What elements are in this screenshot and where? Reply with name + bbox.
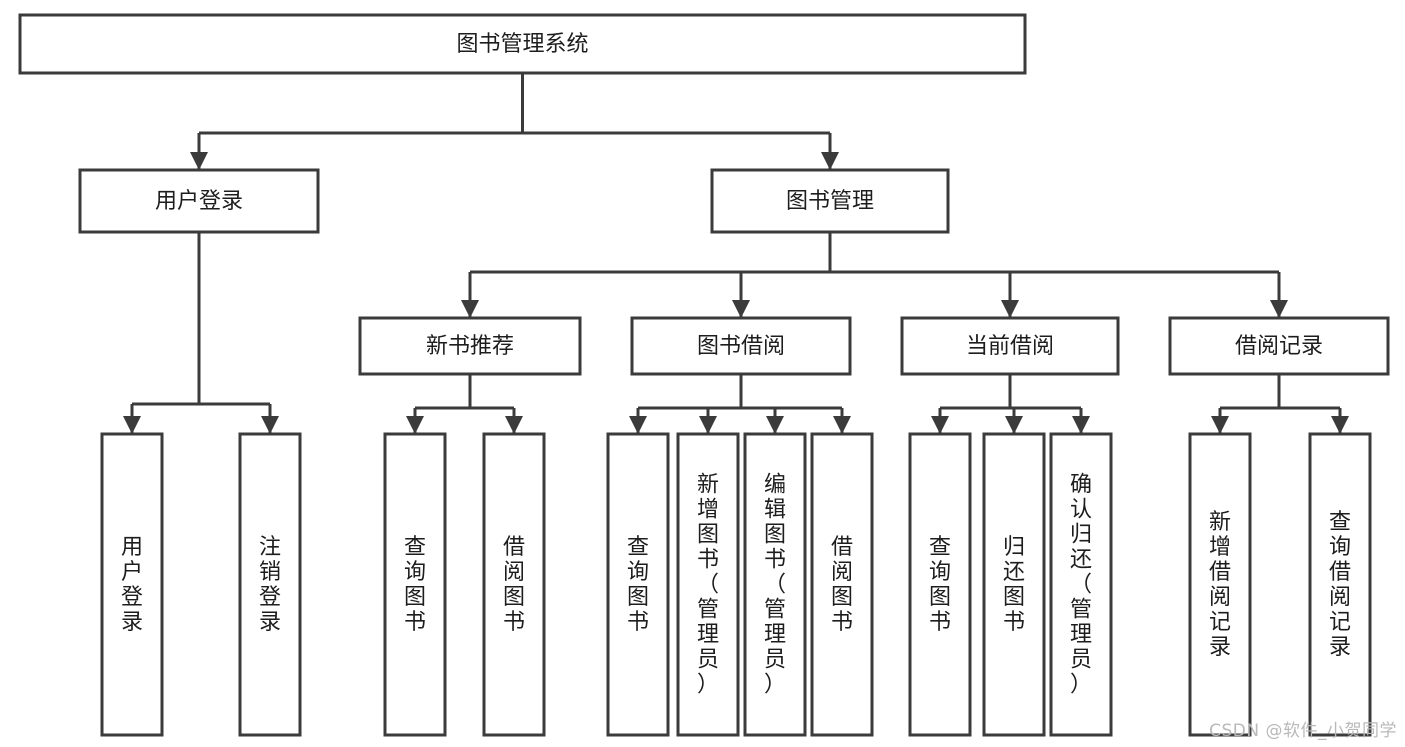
- node-box-book-borrow: [630, 316, 852, 376]
- node-label-user-login: 用户登录: [155, 189, 243, 214]
- node-leaf-confirm-return-cb[interactable]: 确认归还（管理员）: [1049, 432, 1113, 737]
- node-box-book-manage: [710, 168, 950, 234]
- arrow-head-book-manage-to-book-borrow: [732, 300, 750, 318]
- node-box-leaf-user-logout: [238, 432, 302, 737]
- node-leaf-query-book-bb[interactable]: 查询图书: [606, 432, 670, 737]
- csdn-watermark: CSDN @软件_小贺同学: [1209, 721, 1397, 741]
- node-box-leaf-query-book-bb: [606, 432, 670, 737]
- node-box-leaf-query-record-br: [1308, 432, 1372, 737]
- arrow-head-book-borrow-to-leaf-edit-book-bb: [766, 416, 784, 434]
- node-leaf-return-book-cb[interactable]: 归还图书: [982, 432, 1046, 737]
- arrow-head-user-login-to-leaf-user-logout: [261, 416, 279, 434]
- node-leaf-edit-book-bb[interactable]: 编辑图书（管理员）: [743, 432, 807, 737]
- node-leaf-query-book-rec[interactable]: 查询图书: [383, 432, 447, 737]
- node-box-leaf-confirm-return-cb: [1049, 432, 1113, 737]
- node-label-leaf-query-book-rec: 查询图书: [404, 535, 426, 635]
- node-current-borrow[interactable]: 当前借阅: [900, 316, 1120, 376]
- arrow-head-new-book-rec-to-leaf-borrow-book-rec: [505, 416, 523, 434]
- node-box-new-book-rec: [358, 316, 582, 376]
- node-label-leaf-user-login: 用户登录: [121, 535, 143, 635]
- node-label-leaf-confirm-return-cb: 确认归还（管理员）: [1070, 473, 1092, 698]
- node-label-new-book-rec: 新书推荐: [426, 334, 514, 359]
- arrow-head-book-borrow-to-leaf-add-book-bb: [699, 416, 717, 434]
- node-leaf-user-login[interactable]: 用户登录: [100, 432, 164, 737]
- node-label-book-manage: 图书管理: [786, 189, 874, 214]
- arrow-head-new-book-rec-to-leaf-query-book-rec: [406, 416, 424, 434]
- node-label-leaf-borrow-book-rec: 借阅图书: [503, 535, 525, 635]
- node-leaf-user-logout[interactable]: 注销登录: [238, 432, 302, 737]
- arrow-head-current-borrow-to-leaf-confirm-return-cb: [1072, 416, 1090, 434]
- node-label-leaf-edit-book-bb: 编辑图书（管理员）: [764, 473, 786, 698]
- node-root[interactable]: 图书管理系统: [18, 13, 1027, 75]
- node-box-leaf-add-book-bb: [676, 432, 740, 737]
- node-label-leaf-query-record-br: 查询借阅记录: [1329, 510, 1351, 660]
- node-book-manage[interactable]: 图书管理: [710, 168, 950, 234]
- node-label-current-borrow: 当前借阅: [966, 334, 1054, 359]
- arrow-head-current-borrow-to-leaf-query-book-cb: [931, 416, 949, 434]
- node-box-leaf-borrow-book-rec: [482, 432, 546, 737]
- node-user-login[interactable]: 用户登录: [78, 168, 320, 234]
- node-box-leaf-add-record-br: [1188, 432, 1252, 737]
- node-layer: 图书管理系统用户登录图书管理新书推荐图书借阅当前借阅借阅记录用户登录注销登录查询…: [18, 13, 1390, 737]
- arrow-head-book-borrow-to-leaf-query-book-bb: [629, 416, 647, 434]
- node-label-leaf-user-logout: 注销登录: [259, 535, 281, 635]
- arrow-head-borrow-record-to-leaf-add-record-br: [1211, 416, 1229, 434]
- node-label-leaf-query-book-bb: 查询图书: [627, 535, 649, 635]
- node-label-leaf-query-book-cb: 查询图书: [929, 535, 951, 635]
- node-box-user-login: [78, 168, 320, 234]
- node-leaf-query-book-cb[interactable]: 查询图书: [908, 432, 972, 737]
- node-leaf-borrow-book-rec[interactable]: 借阅图书: [482, 432, 546, 737]
- node-box-leaf-return-book-cb: [982, 432, 1046, 737]
- node-leaf-query-record-br[interactable]: 查询借阅记录: [1308, 432, 1372, 737]
- node-leaf-add-book-bb[interactable]: 新增图书（管理员）: [676, 432, 740, 737]
- node-new-book-rec[interactable]: 新书推荐: [358, 316, 582, 376]
- node-box-leaf-query-book-rec: [383, 432, 447, 737]
- arrow-head-root-to-book-manage: [821, 152, 839, 170]
- node-leaf-add-record-br[interactable]: 新增借阅记录: [1188, 432, 1252, 737]
- arrow-head-book-borrow-to-leaf-borrow-book-bb: [833, 416, 851, 434]
- node-leaf-borrow-book-bb[interactable]: 借阅图书: [810, 432, 874, 737]
- node-box-leaf-user-login: [100, 432, 164, 737]
- node-borrow-record[interactable]: 借阅记录: [1168, 316, 1390, 376]
- arrow-head-book-manage-to-borrow-record: [1270, 300, 1288, 318]
- node-box-leaf-borrow-book-bb: [810, 432, 874, 737]
- node-label-borrow-record: 借阅记录: [1235, 334, 1323, 359]
- arrow-head-user-login-to-leaf-user-login: [123, 416, 141, 434]
- node-box-borrow-record: [1168, 316, 1390, 376]
- arrow-head-current-borrow-to-leaf-return-book-cb: [1005, 416, 1023, 434]
- arrow-head-book-manage-to-current-borrow: [1001, 300, 1019, 318]
- arrow-head-root-to-user-login: [190, 152, 208, 170]
- node-label-root: 图书管理系统: [456, 32, 588, 57]
- node-box-current-borrow: [900, 316, 1120, 376]
- connector-layer: [123, 73, 1349, 434]
- node-label-leaf-borrow-book-bb: 借阅图书: [831, 535, 853, 635]
- node-label-leaf-add-record-br: 新增借阅记录: [1209, 510, 1231, 660]
- node-book-borrow[interactable]: 图书借阅: [630, 316, 852, 376]
- arrow-head-book-manage-to-new-book-rec: [461, 300, 479, 318]
- node-box-leaf-query-book-cb: [908, 432, 972, 737]
- node-box-root: [18, 13, 1027, 75]
- node-label-book-borrow: 图书借阅: [697, 334, 785, 359]
- node-label-leaf-return-book-cb: 归还图书: [1003, 535, 1025, 635]
- arrow-head-borrow-record-to-leaf-query-record-br: [1331, 416, 1349, 434]
- node-box-leaf-edit-book-bb: [743, 432, 807, 737]
- node-label-leaf-add-book-bb: 新增图书（管理员）: [697, 473, 719, 698]
